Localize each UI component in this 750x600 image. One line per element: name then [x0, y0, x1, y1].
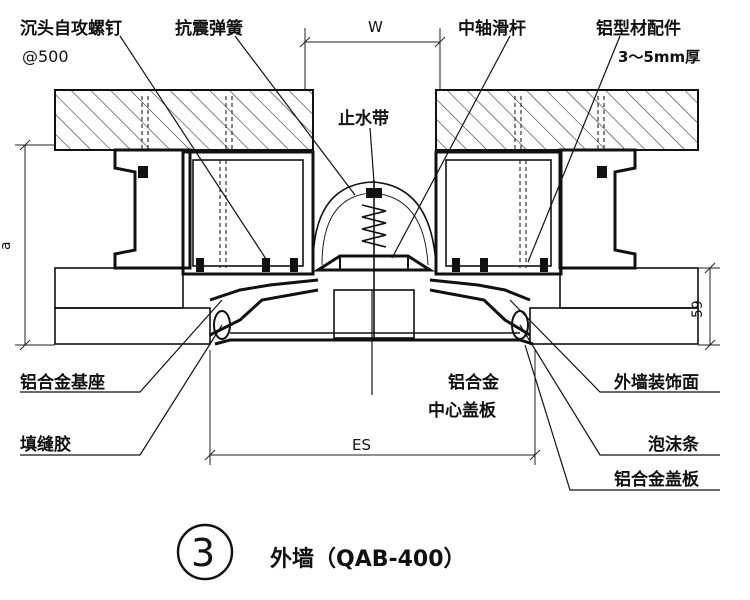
label-aluminum-base: 铝合金基座 [20, 372, 105, 393]
embedded-anchors [141, 96, 605, 150]
dim-w [299, 28, 446, 90]
dim-es [204, 350, 541, 465]
steel-section-left [113, 148, 192, 270]
label-exterior-finish: 外墙装饰面 [614, 372, 699, 393]
dim-59 [698, 262, 720, 351]
dim-w-label: W [368, 18, 383, 36]
label-joint-sealant: 填缝胶 [20, 434, 71, 455]
concrete-slab-right [435, 89, 699, 151]
label-cover-plate: 铝合金盖板 [614, 469, 700, 490]
label-center-cover-line2: 中心盖板 [428, 400, 497, 421]
dim-es-label: ES [352, 436, 371, 454]
label-center-slide-bar: 中轴滑杆 [458, 18, 526, 39]
dim-a-label: a [0, 241, 14, 250]
label-thickness: 3～5mm厚 [618, 48, 700, 66]
label-center-cover-line1: 铝合金 [448, 372, 500, 393]
label-aluminum-fittings: 铝型材配件 [596, 18, 681, 39]
dim-59-label: 59 [690, 300, 706, 318]
screws [138, 166, 607, 272]
aluminum-base-right [429, 278, 531, 302]
detail-title: 外墙（QAB-400） [270, 546, 466, 572]
concrete-slab-left [54, 89, 314, 151]
wall-finish-left-lower [54, 307, 211, 345]
label-screw-spacing: @500 [22, 47, 69, 66]
waterstop-arch [312, 181, 437, 266]
label-countersunk-screw: 沉头自攻螺钉 [20, 18, 122, 39]
seismic-spring [361, 180, 387, 262]
wall-finish-right [559, 267, 699, 309]
wall-finish-right-lower [529, 307, 699, 345]
dim-a [15, 139, 55, 351]
label-foam-strip: 泡沫条 [648, 434, 700, 455]
cover-plate [214, 338, 534, 346]
aluminum-box-right [434, 150, 563, 276]
leader-lines [20, 35, 720, 491]
wall-finish-left [54, 267, 184, 309]
aluminum-box-left [181, 150, 315, 276]
detail-number: 3 [191, 531, 215, 575]
label-seismic-spring: 抗震弹簧 [175, 18, 243, 39]
foam-strip-left [213, 310, 231, 340]
detail-number-circle [176, 523, 234, 581]
aluminum-base-left [209, 278, 319, 302]
label-waterstop: 止水带 [338, 108, 389, 129]
